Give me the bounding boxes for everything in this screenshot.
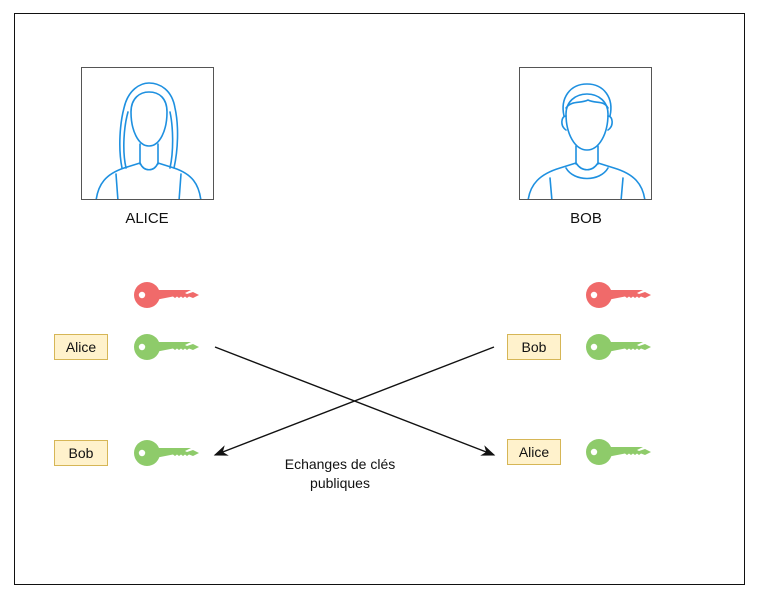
alice-own-public-key-label: Alice [54, 334, 108, 360]
alice-name-label: ALICE [125, 210, 169, 227]
bob-to-alice-arrow [213, 346, 495, 456]
alice-received-public-key-label: Bob [54, 440, 108, 466]
diagram-frame [14, 13, 745, 585]
exchange-caption-line1: Echanges de clés [284, 456, 396, 472]
exchange-caption-line2: publiques [310, 475, 370, 491]
bob-received-public-key-label: Alice [507, 439, 561, 465]
alice-avatar [81, 67, 214, 200]
bob-avatar [519, 67, 652, 200]
exchange-caption: Echanges de clés publiques [255, 455, 425, 493]
bob-own-public-key-label: Bob [507, 334, 561, 360]
man-user-icon [527, 83, 646, 199]
woman-user-icon [95, 82, 202, 199]
bob-name-label: BOB [570, 210, 602, 227]
